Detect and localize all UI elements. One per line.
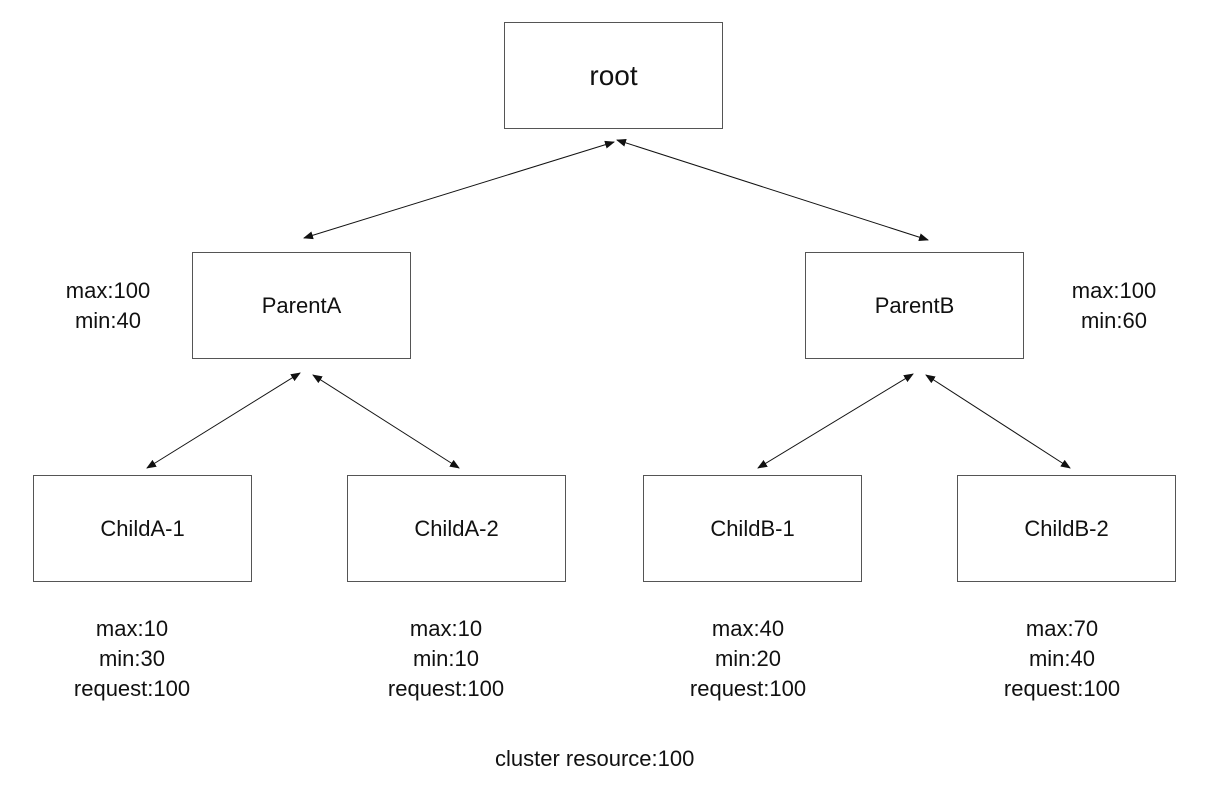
label-child-b2-min: min:40	[1028, 646, 1096, 671]
label-child-a2: max:10 min:10 request:100	[366, 614, 526, 704]
node-child-a2: ChildA-2	[347, 475, 566, 582]
label-child-b2-request: request:100	[1003, 676, 1121, 701]
edge-parent-a-child-a2	[312, 374, 460, 469]
label-child-a1-max: max:10	[95, 616, 169, 641]
edge-root-parent-a	[303, 140, 615, 240]
node-root: root	[504, 22, 723, 129]
label-child-b2: max:70 min:40 request:100	[982, 614, 1142, 704]
label-parent-b-max: max:100	[1071, 278, 1157, 303]
label-child-b1: max:40 min:20 request:100	[668, 614, 828, 704]
label-child-a2-request: request:100	[387, 676, 505, 701]
label-child-a1-min: min:30	[98, 646, 166, 671]
label-parent-b: max:100 min:60	[1054, 276, 1174, 336]
label-parent-a: max:100 min:40	[48, 276, 168, 336]
edge-parent-a-child-a1	[146, 372, 301, 469]
cluster-resource-label: cluster resource:100	[495, 746, 695, 771]
label-child-b1-max: max:40	[711, 616, 785, 641]
label-child-a2-max: max:10	[409, 616, 483, 641]
node-child-a1: ChildA-1	[33, 475, 252, 582]
node-child-b2: ChildB-2	[957, 475, 1176, 582]
label-child-b1-request: request:100	[689, 676, 807, 701]
edge-parent-b-child-b2	[925, 374, 1071, 469]
label-parent-a-min: min:40	[74, 308, 142, 333]
label-parent-b-min: min:60	[1080, 308, 1148, 333]
label-child-b1-min: min:20	[714, 646, 782, 671]
edge-parent-b-child-b1	[757, 373, 914, 469]
node-child-b1: ChildB-1	[643, 475, 862, 582]
label-child-a2-min: min:10	[412, 646, 480, 671]
edge-root-parent-b	[616, 138, 929, 242]
node-parent-a: ParentA	[192, 252, 411, 359]
node-parent-b: ParentB	[805, 252, 1024, 359]
label-child-a1-request: request:100	[73, 676, 191, 701]
label-parent-a-max: max:100	[65, 278, 151, 303]
label-child-b2-max: max:70	[1025, 616, 1099, 641]
label-child-a1: max:10 min:30 request:100	[52, 614, 212, 704]
